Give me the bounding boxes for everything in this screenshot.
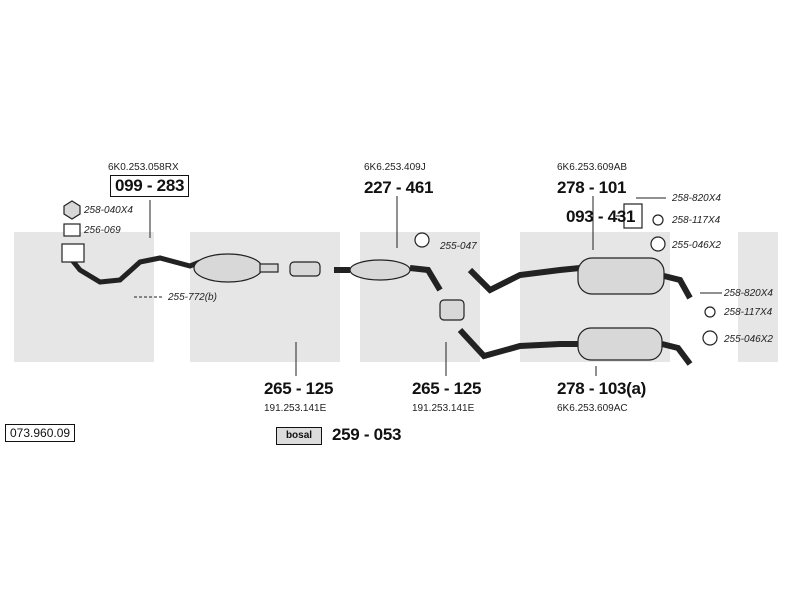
clamp-left-number[interactable]: 265 - 125: [264, 379, 334, 398]
ref-hanger-front: 255-047: [440, 241, 477, 252]
flange-icon: [61, 243, 85, 263]
clamp-left-oem: 191.253.141E: [264, 403, 327, 414]
watermark-block-2: [190, 232, 340, 362]
ref-nut: 258-040X4: [84, 205, 133, 216]
rear-silencer-b-number[interactable]: 278 - 103(a): [557, 379, 647, 398]
ref-r1-rubber: 255-046X2: [672, 240, 721, 251]
bracket-number[interactable]: 093 - 431: [566, 207, 636, 226]
ref-r2-rubber: 255-046X2: [724, 334, 773, 345]
clamp-right-oem: 191.253.141E: [412, 403, 475, 414]
rear-pipe-b: [457, 327, 580, 360]
ref-bolt: 255-772(b): [168, 292, 217, 303]
hanger-icon: [414, 232, 430, 248]
front-pipe-tail: [409, 265, 443, 292]
rear-tail-a: [663, 273, 693, 300]
rear-silencer-b: [577, 327, 663, 361]
manifold-pipe: [62, 248, 201, 285]
ref-r1-bolt: 258-820X4: [672, 193, 721, 204]
gasket-icon: [63, 223, 81, 237]
rear-silencer-a: [577, 257, 665, 295]
rear-silencer-b-oem: 6K6.253.609AC: [557, 403, 628, 414]
clamp-right-icon: [439, 299, 465, 321]
front-resonator: [349, 259, 411, 281]
rubber-mount-icon-2: [702, 330, 718, 346]
washer-icon-1: [652, 214, 664, 226]
catalog-number: 073.960.09: [5, 424, 76, 442]
clamp-left-icon: [289, 261, 321, 277]
cat-converter-oem: 6K0.253.058RX: [108, 162, 179, 173]
catalytic-converter: [193, 253, 263, 283]
nut-icon: [63, 200, 81, 220]
cat-converter-number[interactable]: 099 - 283: [110, 175, 190, 197]
watermark-block-3: [360, 232, 480, 362]
rear-tail-b: [661, 341, 693, 366]
washer-icon-2: [704, 306, 716, 318]
converter-outlet: [259, 263, 279, 273]
ref-r2-washer: 258-117X4: [724, 307, 773, 318]
clamp-right-number[interactable]: 265 - 125: [412, 379, 482, 398]
ref-r2-bolt: 258-820X4: [724, 288, 773, 299]
rubber-mount-icon-1: [650, 236, 666, 252]
bosal-logo: bosal: [276, 427, 322, 445]
assembly-paste-number[interactable]: 259 - 053: [332, 425, 402, 444]
rear-pipe-a: [467, 265, 581, 294]
front-pipe-oem: 6K6.253.409J: [364, 162, 426, 173]
ref-gasket: 256-069: [84, 225, 121, 236]
front-pipe-number[interactable]: 227 - 461: [364, 178, 434, 197]
watermark-block-5: [738, 232, 778, 362]
rear-silencer-a-number[interactable]: 278 - 101: [557, 178, 627, 197]
rear-silencer-a-oem: 6K6.253.609AB: [557, 162, 628, 173]
ref-r1-washer: 258-117X4: [672, 215, 721, 226]
